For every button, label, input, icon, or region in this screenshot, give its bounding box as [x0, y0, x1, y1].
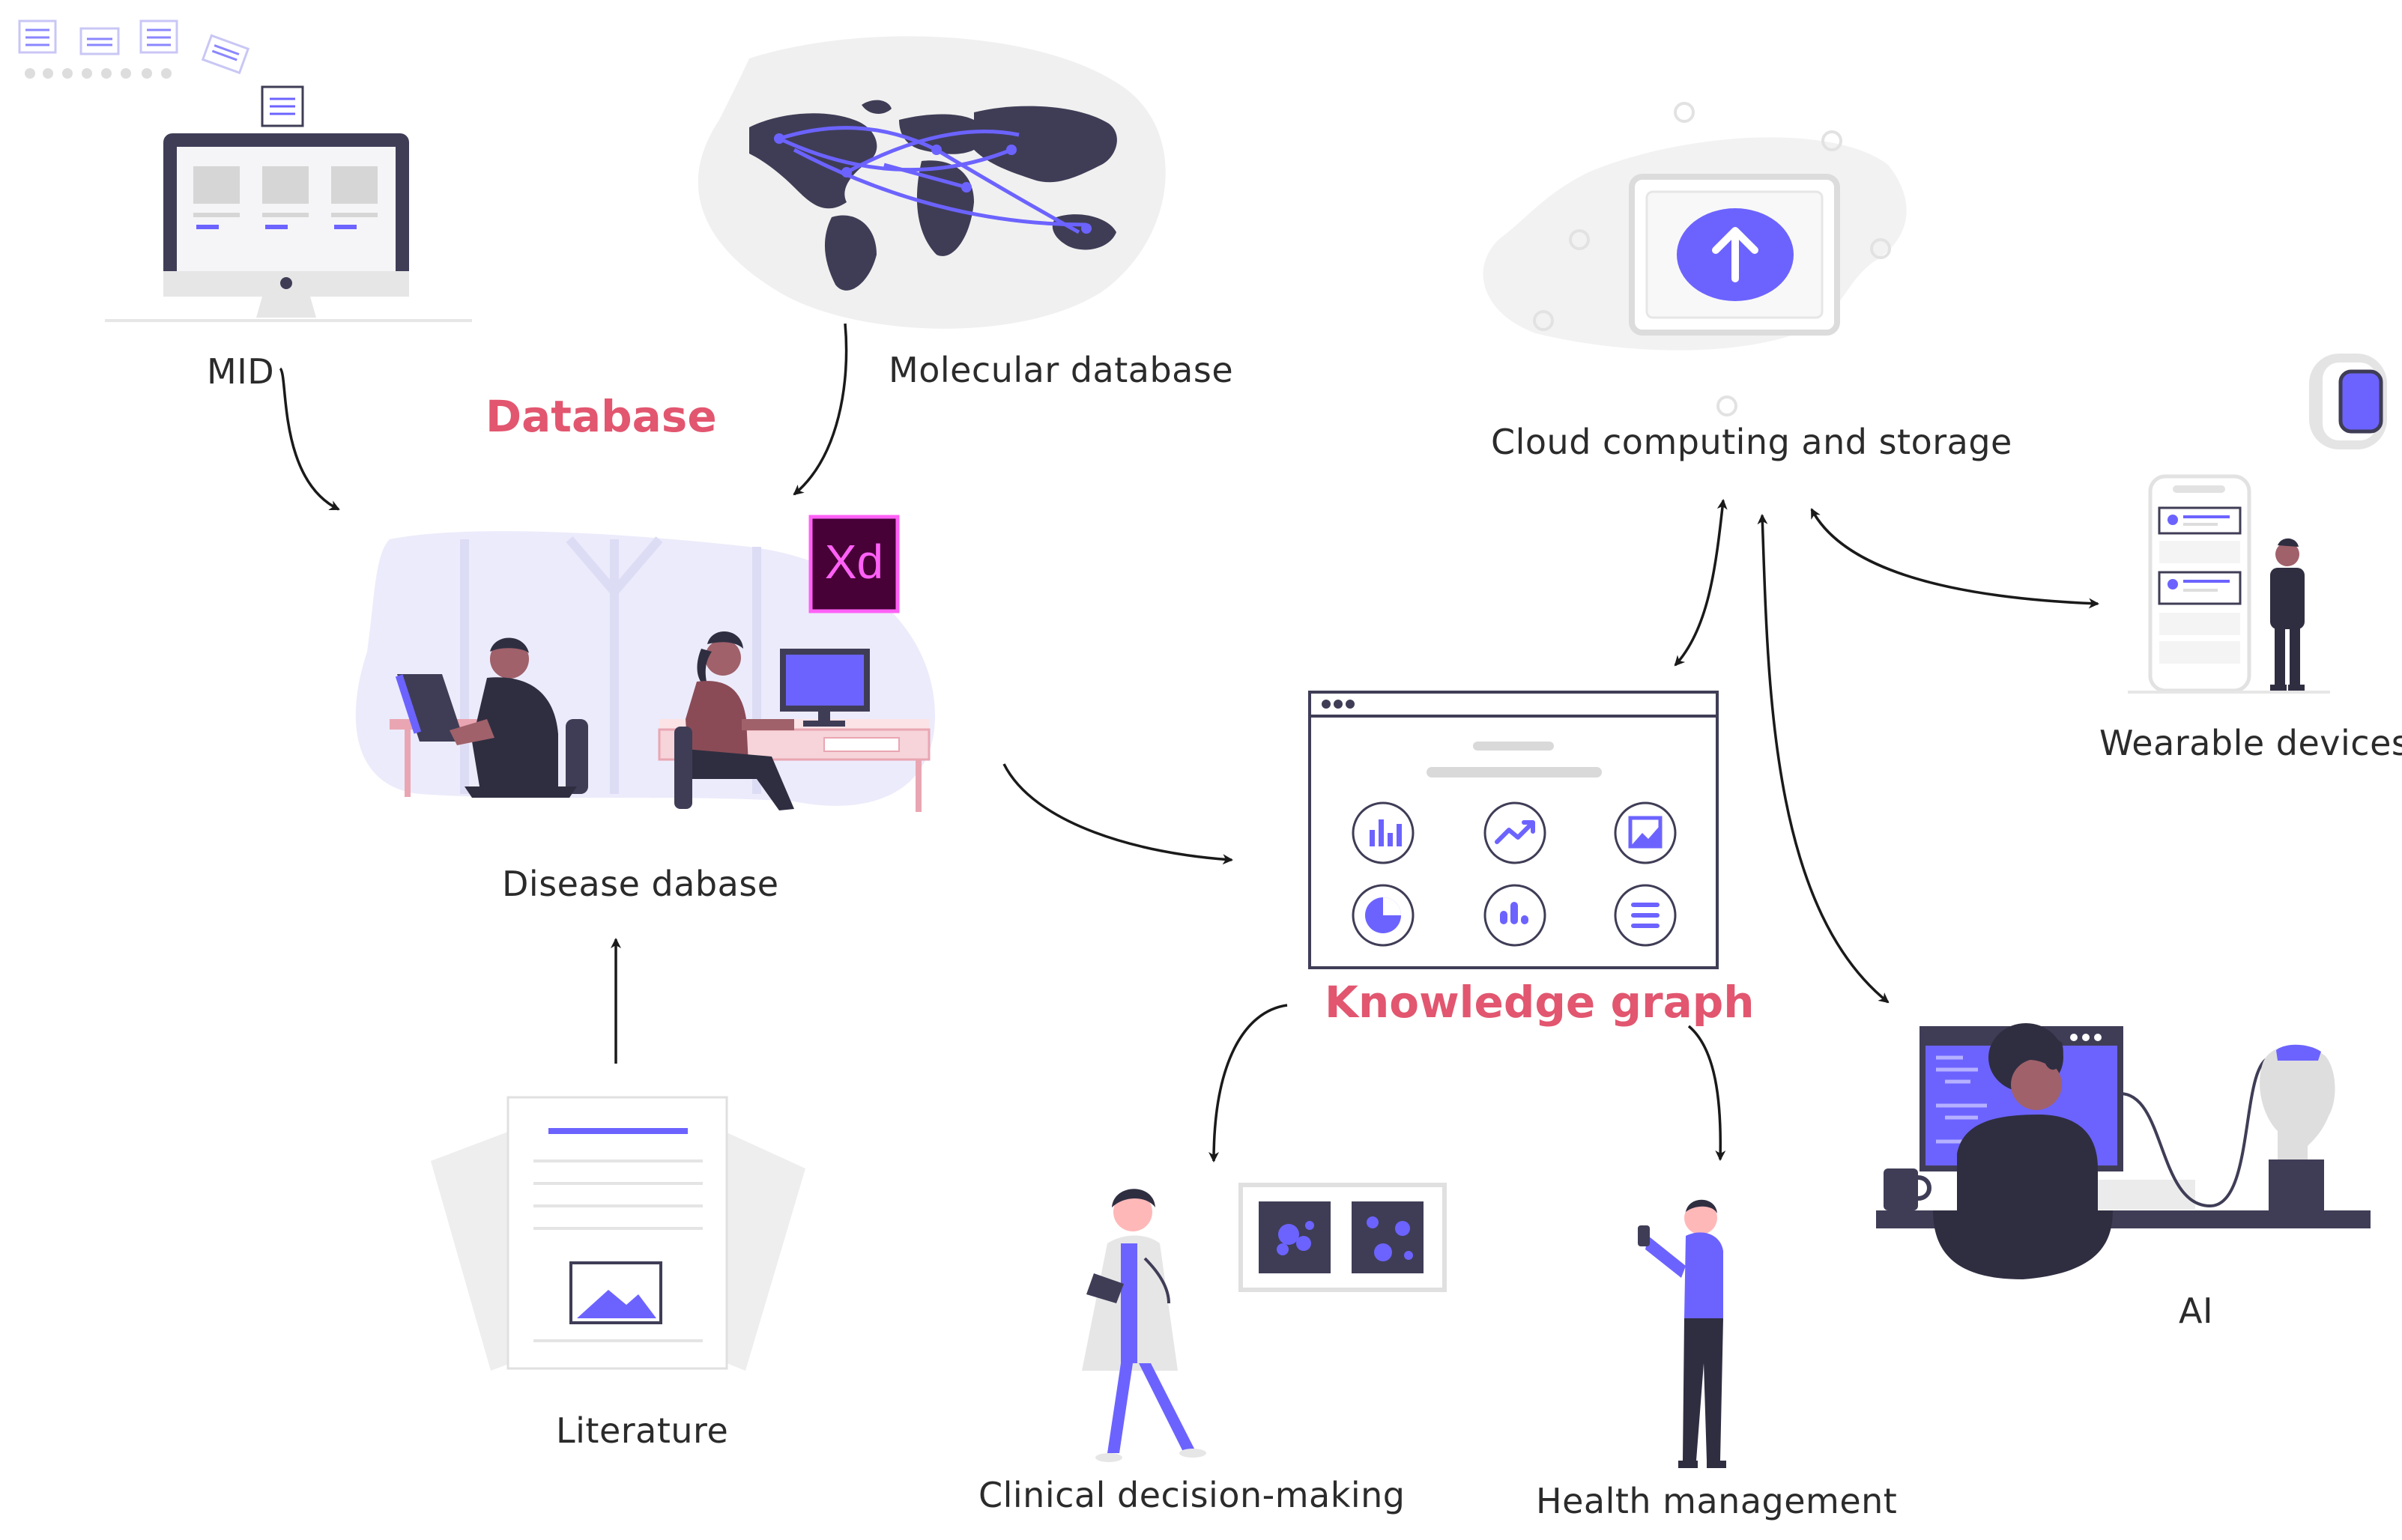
- knowledge-graph-dashboard: [1308, 691, 1719, 969]
- world-map-illustration: [698, 36, 1166, 329]
- arrow-mid-to-disease: [279, 367, 340, 511]
- health-illustration: [1638, 1199, 1726, 1468]
- literature-label: Literature: [556, 1410, 728, 1451]
- health-management-label: Health management: [1536, 1481, 1897, 1521]
- arrow-disease-to-knowledge: [1002, 763, 1233, 865]
- arrow-molecular-to-disease: [793, 323, 848, 496]
- document-icon: [261, 85, 304, 127]
- clinical-illustration: [1082, 1183, 1447, 1462]
- person-figure: [2270, 538, 2305, 692]
- cloud-computing-label: Cloud computing and storage: [1491, 422, 2012, 462]
- arrow-cloud-wearable: [1810, 508, 2099, 609]
- disease-database-illustration: [355, 531, 936, 812]
- disease-database-label: Disease dabase: [502, 864, 779, 904]
- clinical-decision-label: Clinical decision-making: [978, 1475, 1405, 1515]
- ai-illustration: [1876, 1023, 2371, 1279]
- knowledge-graph-heading: Knowledge graph: [1325, 977, 1755, 1028]
- mid-doc-thumbnails: [18, 19, 250, 75]
- arrow-cloud-ai: [1757, 514, 1890, 1004]
- ai-label: AI: [2179, 1291, 2213, 1331]
- smartwatch-icon: [2309, 354, 2387, 449]
- list-icon: [1614, 884, 1677, 947]
- upload-arrow-icon: [1677, 208, 1794, 301]
- cloud-illustration: [1483, 102, 1907, 416]
- dot-bars-icon: [1483, 884, 1546, 947]
- arrow-cloud-knowledge: [1674, 499, 1728, 667]
- trend-line-icon: [1483, 801, 1546, 864]
- bar-chart-icon: [1352, 801, 1415, 864]
- database-heading: Database: [485, 391, 717, 442]
- molecular-database-label: Molecular database: [889, 350, 1233, 390]
- xd-logo-text: Xd: [825, 535, 883, 589]
- smartphone-icon: [2148, 474, 2251, 693]
- desktop-monitor-icon: [105, 133, 472, 322]
- arrow-knowledge-to-clinical: [1208, 1004, 1288, 1162]
- image-chart-icon: [1614, 801, 1677, 864]
- wearable-devices-label: Wearable devices: [2099, 723, 2402, 763]
- pie-chart-icon: [1352, 884, 1415, 947]
- mid-dots-row: [25, 68, 172, 79]
- flow-arrows: [279, 323, 2099, 1162]
- adobe-xd-logo: Xd: [808, 515, 900, 613]
- mid-label: MID: [207, 351, 274, 392]
- literature-illustration: [431, 1096, 805, 1371]
- mid-illustration: [18, 19, 472, 322]
- arrow-knowledge-to-health: [1687, 1025, 1726, 1161]
- wearable-illustration: [2128, 354, 2387, 694]
